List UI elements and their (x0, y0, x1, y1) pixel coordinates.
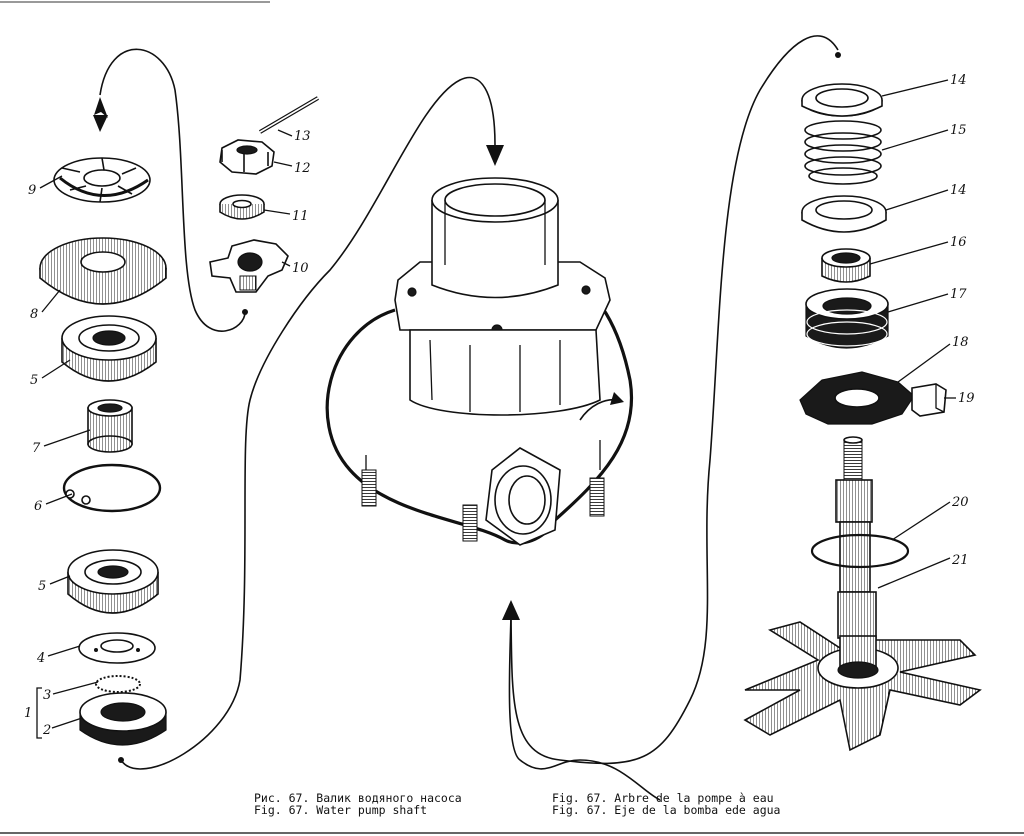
arrow-down-icon (94, 97, 108, 118)
part-8-hub (39, 237, 167, 305)
arrow-up-icon (502, 600, 520, 620)
impeller (743, 621, 982, 752)
label-part-15: 15 (950, 123, 967, 138)
part-16-bushing (821, 248, 871, 283)
caption-spanish: Fig. 67. Eje de la bomba ede agua (552, 803, 780, 817)
label-part-9: 9 (28, 183, 36, 198)
part-15-spring (804, 120, 882, 185)
figure-caption: Рис. 67. Валик водяного насоса Fig. 67. … (254, 791, 780, 817)
label-part-2: 2 (42, 723, 51, 738)
label-part-19: 19 (958, 391, 975, 406)
part-13-pin (258, 96, 320, 134)
part-14-seal-washer-lower (801, 195, 887, 233)
label-part-8: 8 (30, 307, 38, 322)
label-part-5-lower: 5 (38, 579, 46, 594)
part-20-snap-ring (810, 533, 910, 569)
label-part-17: 17 (950, 287, 967, 302)
label-part-5-upper: 5 (30, 373, 38, 388)
caption-russian: Рис. 67. Валик водяного насоса (254, 791, 462, 805)
assembly-flow-lines (93, 35, 841, 801)
label-part-7: 7 (32, 441, 41, 456)
part-18-flange-plate (799, 371, 915, 425)
label-part-3: 3 (43, 688, 51, 703)
leader-lines (36, 79, 956, 739)
part-19-key (911, 383, 947, 417)
label-part-21: 21 (951, 553, 969, 568)
part-4-washer (78, 632, 156, 664)
label-part-14-lower: 14 (950, 183, 967, 198)
label-part-4: 4 (36, 651, 45, 666)
part-9-deflector (53, 157, 151, 203)
label-part-18: 18 (952, 335, 969, 350)
label-part-13: 13 (294, 129, 311, 144)
part-3-seal-ring (95, 675, 141, 693)
part-labels: 9 8 5 7 6 5 4 3 1 2 13 12 11 10 14 15 14… (24, 73, 975, 738)
part-7-sleeve (87, 399, 133, 453)
housing-studs (361, 469, 605, 542)
label-part-12: 12 (294, 161, 311, 176)
caption-english: Fig. 67. Water pump shaft (254, 803, 427, 817)
label-part-20: 20 (951, 495, 969, 510)
part-2-bearing (79, 692, 167, 746)
part-11-washer (219, 194, 265, 220)
arrow-down-icon-2 (486, 145, 504, 166)
part-21-shaft (835, 436, 877, 639)
part-5-bearing-upper (61, 315, 157, 382)
part-12-castle-nut (219, 139, 275, 175)
label-part-11: 11 (292, 209, 309, 224)
label-part-14-upper: 14 (950, 73, 967, 88)
part-10-hub-flange (209, 239, 289, 293)
part-14-seal-washer-upper (801, 83, 883, 117)
part-5-bearing-lower (67, 549, 159, 614)
caption-french: Fig. 67. Arbre de la pompe à eau (552, 791, 774, 805)
part-6-snap-ring (62, 463, 162, 513)
label-part-10: 10 (292, 261, 309, 276)
part-17-seal-assembly (805, 288, 889, 349)
label-part-6: 6 (34, 499, 42, 514)
label-part-1: 1 (24, 706, 32, 721)
pump-housing (325, 177, 633, 546)
label-part-16: 16 (950, 235, 967, 250)
